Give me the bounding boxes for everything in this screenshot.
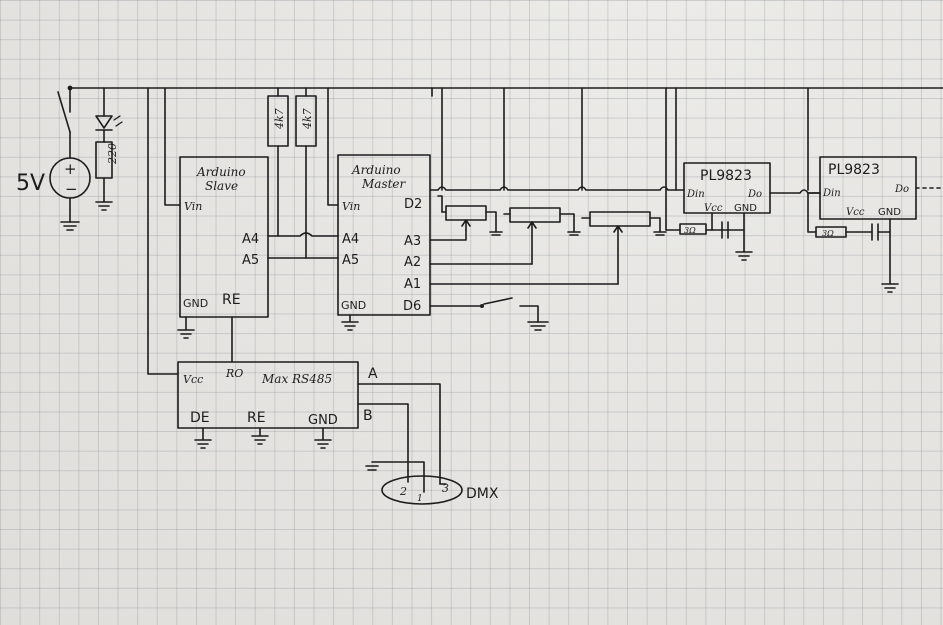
- pl9823-led-2: PL9823 Din Do Vcc GND 3Ω: [807, 156, 943, 293]
- rs485-vcc: Vcc: [183, 373, 203, 386]
- led1-gnd: GND: [734, 203, 757, 214]
- master-a1: A1: [404, 277, 421, 292]
- slave-title-2: Slave: [205, 179, 238, 193]
- master-a5: A5: [342, 253, 359, 268]
- master-title-1: Arduino: [351, 163, 401, 177]
- plus-sign: +: [64, 160, 77, 178]
- master-d6: D6: [403, 299, 421, 314]
- rs485-re: RE: [247, 410, 266, 426]
- arduino-slave: Arduino Slave Vin A4 A5 GND RE: [177, 156, 269, 363]
- master-d2: D2: [404, 197, 422, 212]
- dmx-pin3: 3: [442, 482, 449, 495]
- master-a2: A2: [404, 255, 421, 270]
- series-resistor-2: 3Ω: [822, 229, 834, 238]
- rs485-ro: RO: [225, 367, 243, 380]
- master-vin: Vin: [342, 200, 360, 213]
- minus-sign: −: [65, 180, 78, 198]
- master-a4: A4: [342, 232, 359, 247]
- led2-vcc: Vcc: [846, 207, 865, 218]
- slave-a5: A5: [242, 253, 259, 268]
- led1-dout: Do: [747, 189, 762, 200]
- rs485-title: Max RS485: [261, 372, 332, 386]
- rs485-b: B: [363, 408, 373, 424]
- pullup-label-1: 4k7: [273, 108, 286, 130]
- led2-title: PL9823: [828, 162, 880, 178]
- supply-voltage-label: 5V: [16, 171, 45, 196]
- max-rs485: Vcc RO Max RS485 A B DE RE GND: [177, 361, 441, 485]
- pl9823-led-1: PL9823 Din Do Vcc GND 3Ω: [665, 162, 821, 261]
- rs485-gnd: GND: [308, 413, 338, 428]
- slave-re: RE: [222, 292, 241, 308]
- slave-vin: Vin: [184, 200, 202, 213]
- series-resistor-1: 3Ω: [684, 226, 696, 235]
- pullup-label-2: 4k7: [301, 108, 314, 130]
- rs485-de: DE: [190, 410, 210, 426]
- pushbutton-switch: [429, 297, 549, 331]
- potentiometers: [429, 195, 667, 285]
- master-title-2: Master: [361, 177, 407, 191]
- dmx-pin2: 2: [399, 485, 407, 498]
- slave-a4: A4: [242, 232, 259, 247]
- rs485-a: A: [368, 366, 378, 382]
- pullup-resistors: 4k7 4k7: [267, 87, 317, 259]
- dmx-pin1: 1: [417, 494, 423, 504]
- slave-gnd: GND: [183, 297, 208, 310]
- supply-rail: [67, 85, 943, 91]
- led2-dout: Do: [894, 184, 909, 195]
- led1-title: PL9823: [700, 168, 752, 184]
- led1-vcc: Vcc: [704, 203, 723, 214]
- led2-gnd: GND: [878, 207, 901, 218]
- led-resistor-label: 220: [106, 143, 119, 165]
- dmx-connector: 2 1 3 DMX: [365, 461, 499, 505]
- led2-din: Din: [822, 188, 841, 199]
- slave-title-1: Arduino: [196, 165, 246, 179]
- dmx-label: DMX: [466, 486, 499, 502]
- indicator-led: 220: [95, 87, 123, 211]
- arduino-master: Arduino Master Vin D2 A4 A5 A3 A2 A1 GND…: [337, 154, 431, 331]
- master-a3: A3: [404, 234, 421, 249]
- battery-source: 5V + −: [16, 87, 91, 231]
- master-gnd: GND: [341, 299, 366, 312]
- led1-din: Din: [686, 189, 705, 200]
